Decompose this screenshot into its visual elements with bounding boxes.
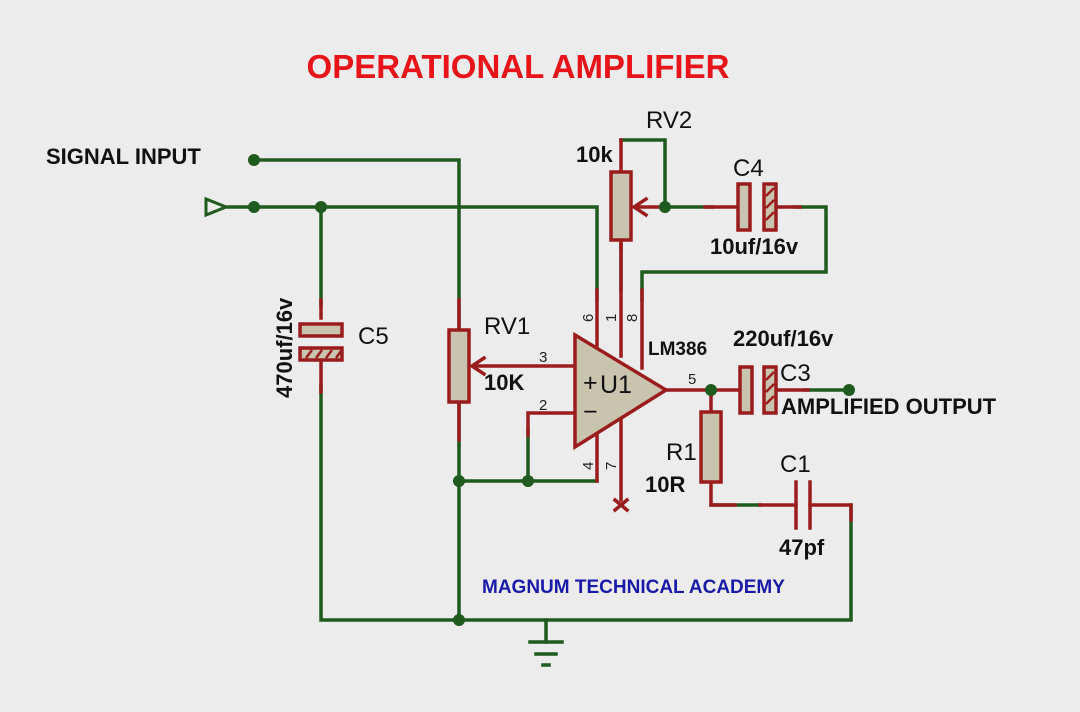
- signal-input-terminal[interactable]: [248, 154, 260, 166]
- resistor-r1[interactable]: R1 10R: [645, 410, 723, 497]
- capacitor-c3[interactable]: C3 220uf/16v: [733, 326, 834, 415]
- rv2-ref: RV2: [646, 107, 692, 134]
- c4-value: 10uf/16v: [710, 234, 799, 259]
- output-terminal[interactable]: [843, 384, 855, 396]
- junction-dot: [522, 475, 534, 487]
- rv2-value: 10k: [576, 142, 613, 167]
- power-terminal-icon: [204, 196, 231, 218]
- opamp-minus: −: [583, 398, 598, 426]
- potentiometer-rv1[interactable]: RV1 10K: [447, 313, 530, 404]
- opamp-u1[interactable]: + − U1 LM386 3 2 5 6 1 8 4 7: [539, 314, 707, 470]
- wire-c4-pin8: [640, 205, 828, 302]
- pin-1-label: 1: [603, 314, 620, 322]
- amplified-output-label: AMPLIFIED OUTPUT: [781, 394, 997, 419]
- potentiometer-rv2[interactable]: RV2 10k: [576, 107, 692, 242]
- junction-dot: [315, 201, 327, 213]
- capacitor-c4[interactable]: C4 10uf/16v: [710, 155, 799, 259]
- pin-5-label: 5: [688, 371, 696, 388]
- u1-ref: U1: [600, 371, 632, 399]
- signal-input-label: SIGNAL INPUT: [46, 144, 201, 169]
- junction-dot: [659, 201, 671, 213]
- ground-icon: [528, 640, 564, 667]
- junction-dot: [453, 475, 465, 487]
- page-title: OPERATIONAL AMPLIFIER: [307, 48, 730, 85]
- brand-label: MAGNUM TECHNICAL ACADEMY: [482, 577, 785, 598]
- capacitor-c1[interactable]: C1 47pf: [779, 451, 825, 560]
- r1-value: 10R: [645, 472, 685, 497]
- c5-value: 470uf/16v: [272, 297, 297, 398]
- c4-ref: C4: [733, 155, 764, 182]
- c1-ref: C1: [780, 451, 811, 478]
- capacitor-c5[interactable]: C5 470uf/16v: [272, 297, 389, 398]
- c3-value: 220uf/16v: [733, 326, 834, 351]
- pin-6-label: 6: [580, 314, 597, 322]
- rv1-value: 10K: [484, 370, 524, 395]
- pin-7-label: 7: [603, 462, 620, 470]
- junctions: [248, 154, 855, 626]
- junction-dot: [248, 201, 260, 213]
- junction-dot: [705, 384, 717, 396]
- rv1-ref: RV1: [484, 313, 530, 340]
- c1-value: 47pf: [779, 535, 825, 560]
- c5-ref: C5: [358, 323, 389, 350]
- no-connect-icon: [612, 497, 630, 513]
- pin-3-label: 3: [539, 349, 547, 366]
- opamp-plus: +: [583, 369, 598, 397]
- wire-vcc-rail: [226, 205, 599, 302]
- u1-part: LM386: [648, 339, 707, 360]
- pin-8-label: 8: [624, 314, 641, 322]
- pin-2-label: 2: [539, 397, 547, 414]
- r1-ref: R1: [666, 439, 697, 466]
- wire-rv2-loop: [619, 138, 667, 209]
- c3-ref: C3: [780, 360, 811, 387]
- wire-ground-loop: [319, 383, 853, 622]
- junction-dot: [453, 614, 465, 626]
- pin-4-label: 4: [580, 462, 597, 470]
